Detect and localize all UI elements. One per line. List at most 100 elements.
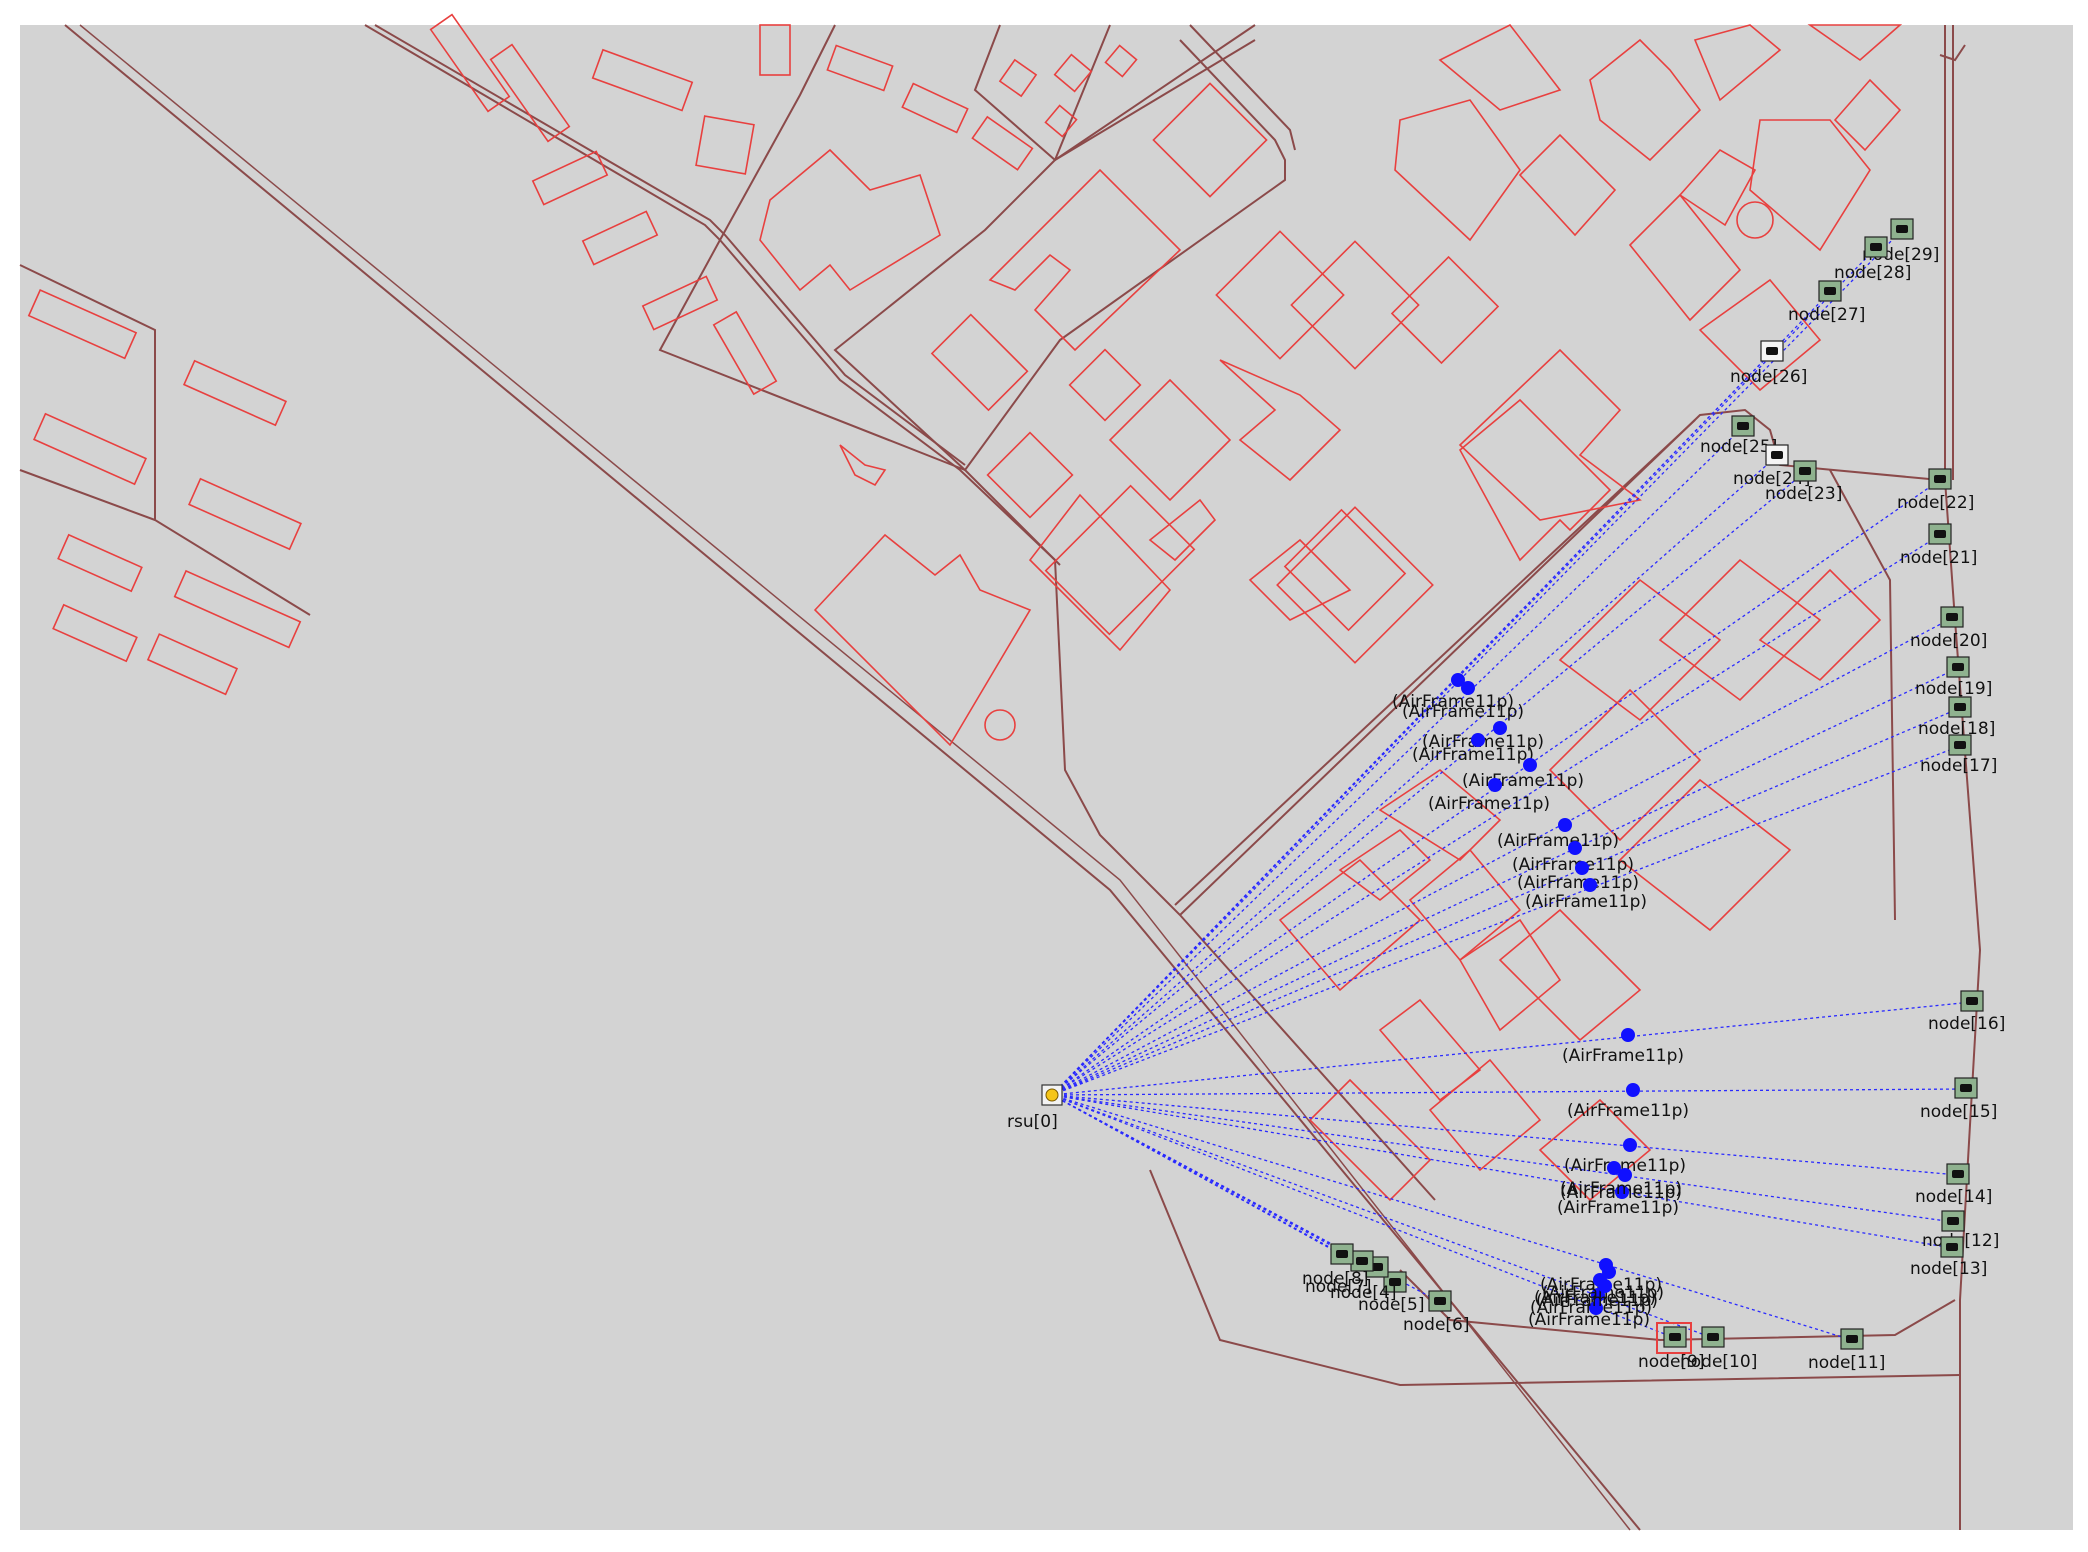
airframe-dot xyxy=(1451,673,1465,687)
airframe-marker[interactable]: (AirFrame11p) xyxy=(1560,1161,1682,1199)
vehicle-node[interactable]: node[8] xyxy=(1302,1243,1369,1289)
airframe-dot xyxy=(1618,1168,1632,1182)
car-body-icon xyxy=(1952,1170,1964,1178)
car-body-icon xyxy=(1737,422,1749,430)
airframe-marker[interactable]: (AirFrame11p) xyxy=(1412,733,1534,765)
link-line xyxy=(1051,1094,1853,1341)
node-label: node[8] xyxy=(1302,1269,1369,1289)
rsu-node[interactable]: rsu[0] xyxy=(1007,1084,1063,1132)
airframe-dot xyxy=(1558,818,1572,832)
airframe-marker[interactable]: (AirFrame11p) xyxy=(1512,841,1634,875)
airframe-markers: (AirFrame11p)(AirFrame11p)(AirFrame11p)(… xyxy=(1392,673,1689,1330)
node-label: node[21] xyxy=(1900,548,1977,568)
node-label: node[14] xyxy=(1915,1187,1992,1207)
car-body-icon xyxy=(1960,1084,1972,1092)
car-body-icon xyxy=(1966,997,1978,1005)
airframe-label: (AirFrame11p) xyxy=(1528,1310,1650,1330)
link-line xyxy=(1051,667,1959,1096)
car-body-icon xyxy=(1934,530,1946,538)
node-label: node[24] xyxy=(1733,469,1810,489)
car-body-icon xyxy=(1336,1250,1348,1258)
link-line xyxy=(1051,1094,1363,1263)
node-label: node[22] xyxy=(1897,493,1974,513)
vehicle-node[interactable]: node[24] xyxy=(1733,444,1810,489)
airframe-marker[interactable]: (AirFrame11p) xyxy=(1562,1028,1684,1066)
airframe-label: (AirFrame11p) xyxy=(1512,855,1634,875)
car-body-icon xyxy=(1954,741,1966,749)
vehicle-node[interactable]: node[23] xyxy=(1765,460,1842,504)
selection-box xyxy=(1656,1322,1692,1354)
node-label: node[4] xyxy=(1330,1283,1397,1303)
antenna-icon xyxy=(1045,1088,1059,1102)
vehicle-node[interactable]: node[16] xyxy=(1928,990,2005,1034)
airframe-marker[interactable]: (AirFrame11p) xyxy=(1428,778,1550,814)
airframe-label: (AirFrame11p) xyxy=(1564,1156,1686,1176)
airframe-marker[interactable]: (AirFrame11p) xyxy=(1536,1279,1658,1311)
link-line xyxy=(1051,351,1773,1096)
vehicle-node[interactable]: node[11] xyxy=(1808,1328,1885,1373)
airframe-marker[interactable]: (AirFrame11p) xyxy=(1528,1301,1650,1330)
airframe-marker[interactable]: (AirFrame11p) xyxy=(1392,673,1514,712)
node-label: node[13] xyxy=(1910,1259,1987,1279)
airframe-marker[interactable]: (AirFrame11p) xyxy=(1497,818,1619,851)
airframe-label: (AirFrame11p) xyxy=(1497,831,1619,851)
vehicle-nodes: node[29]node[28]node[27]node[26]node[25]… xyxy=(1302,218,2005,1373)
airframe-label: (AirFrame11p) xyxy=(1428,794,1550,814)
rsu-label: rsu[0] xyxy=(1007,1112,1058,1132)
link-line xyxy=(1051,745,1961,1096)
vehicle-node[interactable]: node[28] xyxy=(1834,236,1911,283)
vehicle-node[interactable]: node[17] xyxy=(1920,734,1997,776)
car-body-icon xyxy=(1934,475,1946,483)
airframe-marker[interactable]: (AirFrame11p) xyxy=(1567,1083,1689,1121)
vehicle-node[interactable]: node[15] xyxy=(1920,1077,1997,1122)
node-label: node[15] xyxy=(1920,1102,1997,1122)
airframe-marker[interactable]: (AirFrame11p) xyxy=(1564,1138,1686,1176)
car-body-icon xyxy=(1766,347,1778,355)
airframe-dot xyxy=(1615,1185,1629,1199)
link-line xyxy=(1051,1094,1959,1176)
node-label: node[11] xyxy=(1808,1353,1885,1373)
vehicle-node[interactable]: node[13] xyxy=(1910,1236,1987,1279)
airframe-label: (AirFrame11p) xyxy=(1462,771,1584,791)
airframe-dot xyxy=(1598,1279,1612,1293)
vehicle-node[interactable]: node[10] xyxy=(1680,1326,1757,1372)
car-body-icon xyxy=(1434,1297,1446,1305)
airframe-marker[interactable]: (AirFrame11p) xyxy=(1517,861,1639,893)
vehicle-node[interactable]: node[18] xyxy=(1918,696,1995,739)
vehicle-node[interactable]: node[14] xyxy=(1915,1163,1992,1207)
car-body-icon xyxy=(1799,467,1811,475)
airframe-marker[interactable]: (AirFrame11p) xyxy=(1402,681,1524,722)
airframe-label: (AirFrame11p) xyxy=(1557,1198,1679,1218)
vehicle-node[interactable]: node[19] xyxy=(1915,656,1992,699)
node-label: node[6] xyxy=(1403,1315,1470,1335)
car-body-icon xyxy=(1389,1278,1401,1286)
car-body-icon xyxy=(1846,1335,1858,1343)
vehicle-node[interactable]: node[20] xyxy=(1910,606,1987,651)
link-line xyxy=(1051,471,1806,1096)
airframe-marker[interactable]: (AirFrame11p) xyxy=(1557,1185,1679,1218)
vehicle-node[interactable]: node[21] xyxy=(1900,523,1977,568)
airframe-dot xyxy=(1471,733,1485,747)
vehicle-node[interactable]: node[9] xyxy=(1638,1326,1705,1372)
car-body-icon xyxy=(1896,225,1908,233)
vehicle-node[interactable]: node[26] xyxy=(1730,340,1807,387)
car-body-icon xyxy=(1952,663,1964,671)
node-label: node[19] xyxy=(1915,679,1992,699)
link-line xyxy=(1051,1088,1967,1096)
vehicle-node[interactable]: node[5] xyxy=(1358,1271,1425,1315)
airframe-marker[interactable]: (AirFrame11p) xyxy=(1525,878,1647,912)
car-body-icon xyxy=(1946,613,1958,621)
airframe-dot xyxy=(1626,1083,1640,1097)
airframe-dot xyxy=(1621,1028,1635,1042)
node-label: node[27] xyxy=(1788,305,1865,325)
vehicle-node[interactable]: node[22] xyxy=(1897,468,1974,513)
car-body-icon xyxy=(1946,1243,1958,1251)
building-footprints xyxy=(27,13,1903,1202)
vehicle-node[interactable]: node[6] xyxy=(1403,1290,1470,1335)
vehicle-node[interactable]: node[25] xyxy=(1700,415,1777,457)
link-line xyxy=(1051,534,1941,1096)
airframe-marker[interactable]: (AirFrame11p) xyxy=(1542,1265,1664,1303)
vehicle-node[interactable]: node[27] xyxy=(1788,280,1865,325)
airframe-dot xyxy=(1493,721,1507,735)
